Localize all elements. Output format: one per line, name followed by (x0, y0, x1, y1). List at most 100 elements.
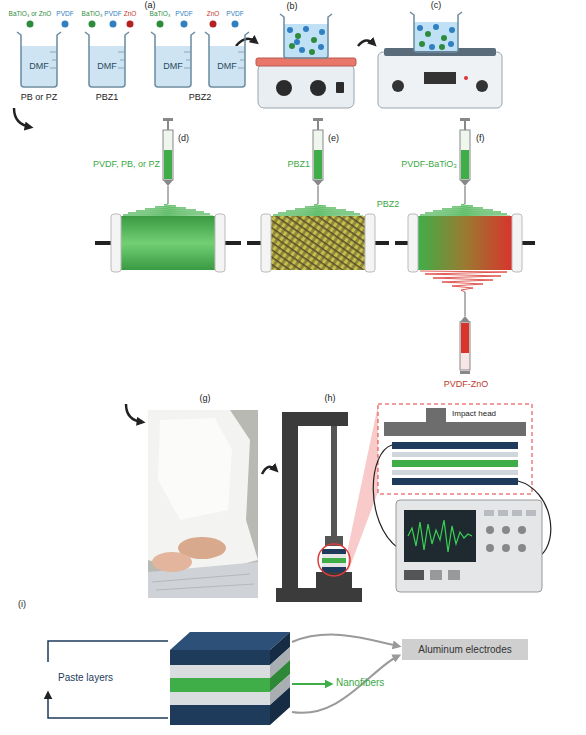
beaker-liquid (21, 46, 57, 86)
signal-wire (373, 445, 398, 548)
syringe-needle (318, 186, 319, 204)
syringe-solution (461, 323, 469, 353)
panel-letter: (b) (287, 2, 298, 11)
drum-cap (365, 214, 375, 272)
syringe-tip (163, 180, 173, 186)
drum-cap (261, 214, 271, 272)
syringe-rod (167, 121, 169, 130)
beaker-shape (14, 30, 64, 88)
electrode-layer (392, 442, 518, 449)
scope-port (448, 570, 460, 580)
solution-name: PBZ1 (96, 93, 119, 102)
syringe-barrel (460, 322, 470, 370)
step-arrow (262, 467, 276, 474)
material-label: BaTiO₃ or ZnO (9, 11, 52, 18)
material-label: PVDF (226, 11, 243, 18)
panel-letter: (c) (431, 1, 442, 10)
nanofiber-mat (148, 410, 258, 575)
particle-dot (425, 31, 431, 37)
sonicator-body (378, 52, 502, 108)
beaker-outline (205, 32, 249, 87)
scope-knob (486, 526, 494, 534)
block-top (170, 632, 290, 650)
paste-layer (170, 692, 270, 705)
scope-port (404, 570, 424, 580)
waveform (408, 520, 472, 552)
nanofiber-layer (322, 558, 346, 563)
syringe-rod (317, 121, 319, 130)
solvent-name: DMF (97, 62, 117, 71)
leader-arrow (292, 635, 398, 646)
paste-layer (322, 554, 346, 558)
solvent-beaker: DMF (82, 30, 132, 88)
paste-layer (392, 452, 518, 457)
particle-dot (318, 44, 324, 50)
tester-column (282, 412, 298, 590)
electrode-layer (170, 705, 270, 725)
beaker-outline (280, 14, 332, 58)
syringe-needle (465, 292, 466, 316)
material-label: PVDF (104, 11, 121, 18)
leader-arrow (292, 683, 330, 685)
syringe-tip (460, 180, 470, 186)
electrode-layer (322, 549, 346, 554)
electrode-box: Aluminum electrodes (402, 639, 528, 660)
syringe-tip (460, 316, 470, 322)
paste-layer (170, 665, 270, 678)
syringe-solution (164, 150, 172, 179)
thumb (152, 552, 192, 572)
box-text: Aluminum electrodes (418, 645, 511, 655)
particle-dot (433, 24, 439, 30)
particle-dot (448, 41, 454, 47)
particle-dot (319, 29, 325, 35)
solution-name: PBZ2 (189, 93, 212, 102)
tester-arm (282, 412, 348, 426)
beaker-shape (148, 30, 198, 88)
stirrer-knob (276, 80, 292, 96)
beaker-liquid (209, 46, 245, 86)
sample-stage (316, 572, 352, 588)
particle-dot (295, 33, 301, 39)
particle-dot (429, 44, 435, 50)
particle-dot (299, 47, 305, 53)
block-side (270, 687, 290, 725)
panel-letter: (d) (178, 134, 189, 143)
material-label: PVDF (175, 11, 192, 18)
syringe-solution (314, 150, 322, 179)
panel-letter: (e) (328, 134, 339, 143)
beaker-shape (202, 30, 252, 88)
impact-head (384, 422, 526, 436)
material-label: PVDF (56, 11, 73, 18)
fiber-jet (273, 204, 363, 216)
scope-knob (518, 526, 526, 534)
particle-dot (210, 21, 217, 28)
scope-button (498, 510, 508, 516)
stirrer-body (258, 64, 354, 108)
bracket-line (48, 641, 168, 662)
solution-name: PBZ2 (377, 200, 400, 209)
leader-arrow (292, 656, 398, 713)
particle-dot (303, 26, 309, 32)
material-label: BaTiO₃ (82, 11, 103, 18)
fiber-jet (123, 204, 213, 216)
particle-dot (110, 21, 117, 28)
tester-base (276, 588, 362, 602)
fiber-jet (420, 271, 507, 292)
beaker-outline (151, 32, 195, 87)
solution-name: PVDF, PB, or PZ (93, 160, 160, 169)
solvent-name: DMF (29, 62, 49, 71)
syringe-plunger (313, 118, 323, 121)
particle-dot (309, 49, 315, 55)
material-label: BaTiO₃ (150, 11, 171, 18)
step-arrow (236, 39, 256, 46)
paste-layer (392, 470, 518, 475)
scope-button (484, 510, 494, 516)
particle-dot (417, 25, 423, 31)
particle-dot (439, 44, 445, 50)
particle-dot (287, 27, 293, 33)
syringe-barrel (163, 130, 173, 180)
syringe-rod (464, 121, 466, 130)
part-name: Impact head (452, 410, 496, 418)
solvent-name: DMF (163, 62, 183, 71)
particle-dot (127, 21, 134, 28)
